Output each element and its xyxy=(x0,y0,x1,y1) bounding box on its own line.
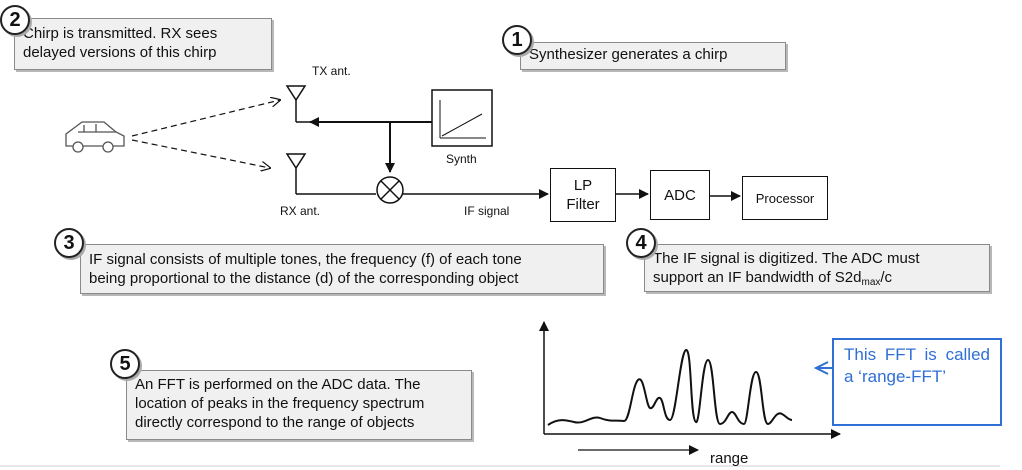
callout-1: Synthesizer generates a chirp xyxy=(520,42,786,70)
rx-antenna-label: RX ant. xyxy=(280,204,321,218)
callout-4-line2-suffix: /c xyxy=(880,269,893,286)
synth-block xyxy=(431,89,493,147)
callout-5-line1: An FFT is performed on the ADC data. The xyxy=(135,376,421,393)
callout-4-line2-prefix: support an IF bandwidth of S2d xyxy=(653,269,862,286)
if-signal-label: IF signal xyxy=(464,204,510,218)
callout-1-badge: 1 xyxy=(502,25,532,55)
callout-2: Chirp is transmitted. RX sees delayed ve… xyxy=(14,18,272,70)
range-fft-note-text: This FFT is called a ‘range-FFT’ xyxy=(844,345,990,386)
mixer-icon xyxy=(376,176,404,204)
callout-3-badge: 3 xyxy=(54,228,84,258)
processor-label: Processor xyxy=(755,190,815,206)
synth-label: Synth xyxy=(446,152,477,166)
callout-3-line1: IF signal consists of multiple tones, th… xyxy=(89,251,522,268)
callout-4-badge: 4 xyxy=(626,228,656,258)
range-label: range xyxy=(710,450,749,467)
callout-5: An FFT is performed on the ADC data. The… xyxy=(126,370,472,440)
callout-3-line2: being proportional to the distance (d) o… xyxy=(89,270,519,287)
callout-3: IF signal consists of multiple tones, th… xyxy=(80,244,604,294)
lp-filter-block: LP Filter xyxy=(550,168,616,222)
lp-filter-label-1: LP xyxy=(573,177,593,194)
adc-block: ADC xyxy=(650,170,710,220)
rx-antenna-icon xyxy=(285,153,376,195)
processor-block: Processor xyxy=(742,176,828,220)
callout-2-line1: Chirp is transmitted. RX sees xyxy=(23,25,218,42)
tx-antenna-icon xyxy=(285,85,390,123)
adc-label: ADC xyxy=(664,186,696,204)
rx-beam xyxy=(131,139,270,168)
range-fft-note: This FFT is called a ‘range-FFT’ xyxy=(832,338,1002,426)
callout-1-text: Synthesizer generates a chirp xyxy=(529,46,728,63)
callout-2-badge: 2 xyxy=(0,5,30,35)
car-icon xyxy=(65,121,125,153)
callout-4-line2-sub: max xyxy=(861,277,881,288)
callout-5-line2: location of peaks in the frequency spect… xyxy=(135,395,425,412)
lp-filter-label-2: Filter xyxy=(566,196,600,213)
callout-5-badge: 5 xyxy=(110,349,140,379)
tx-antenna-label: TX ant. xyxy=(312,64,351,78)
callout-4: The IF signal is digitized. The ADC must… xyxy=(644,244,990,292)
callout-2-line2: delayed versions of this chirp xyxy=(23,44,217,61)
tx-beam xyxy=(131,100,280,137)
callout-4-line1: The IF signal is digitized. The ADC must xyxy=(653,250,920,267)
callout-5-line3: directly correspond to the range of obje… xyxy=(135,414,415,431)
spectrum-curve xyxy=(547,348,793,426)
blue-arrow-icon xyxy=(813,361,832,375)
